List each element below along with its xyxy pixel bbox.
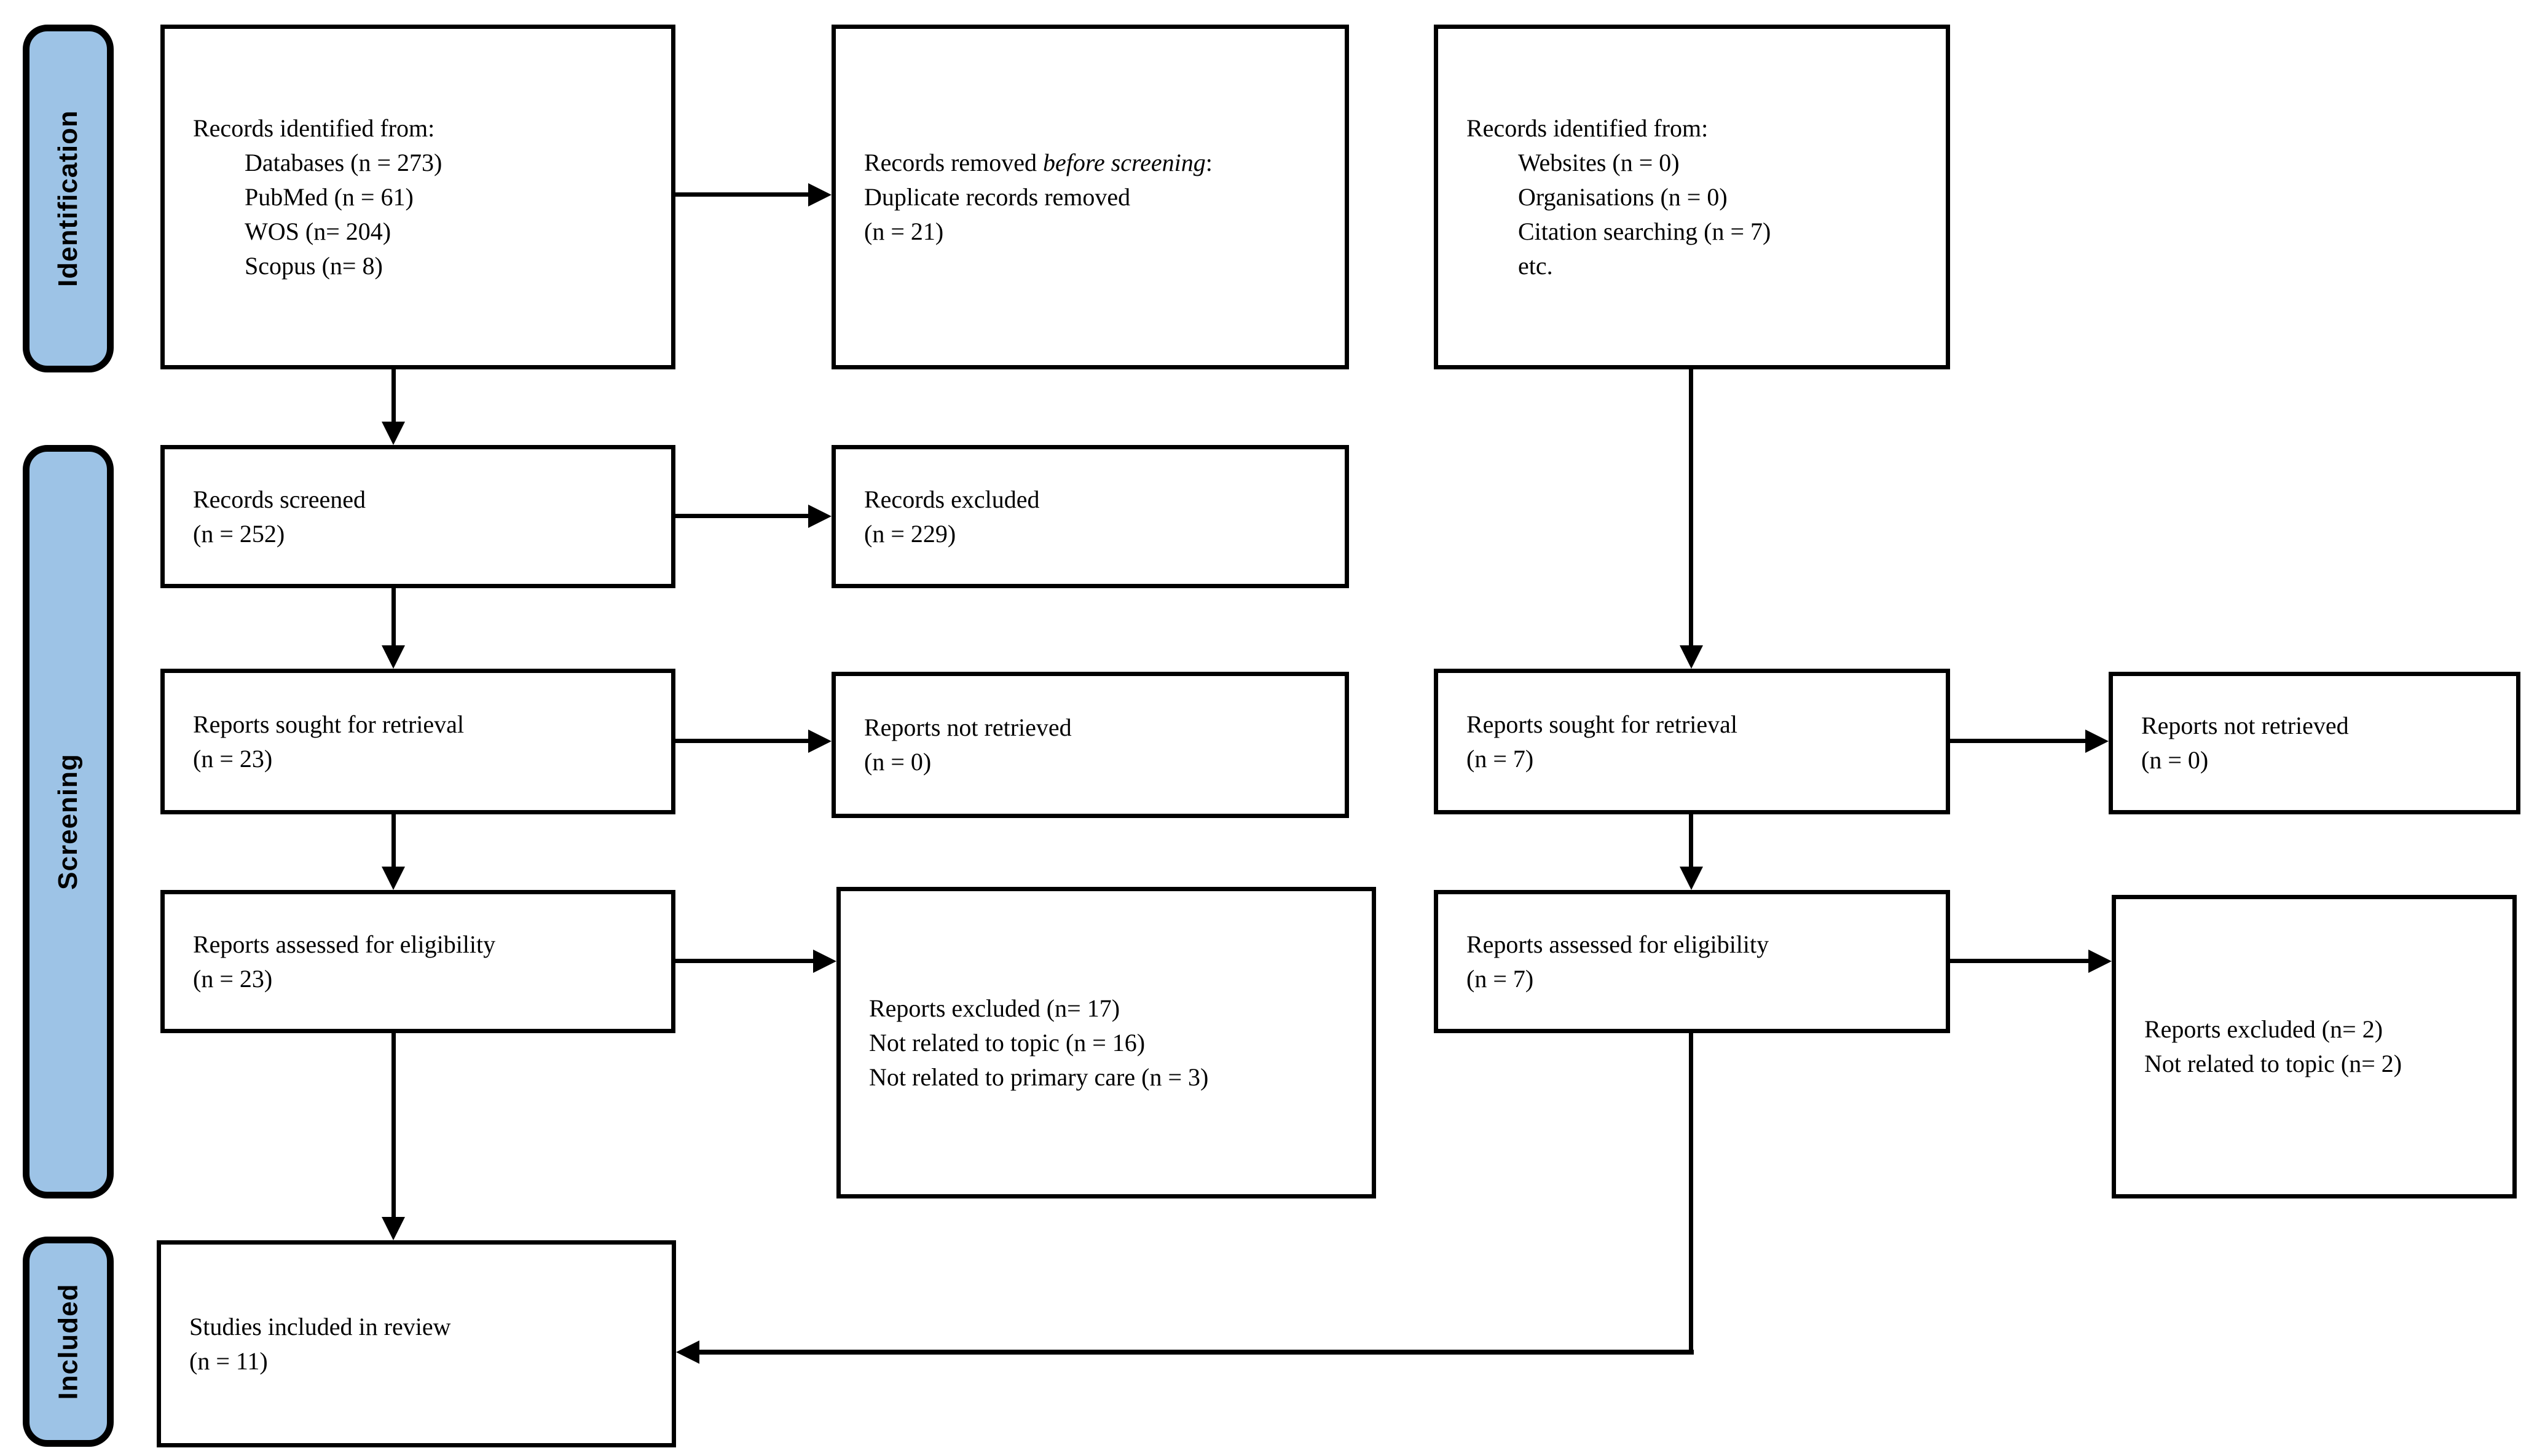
arrow-screened-to-excluded-head — [808, 505, 832, 528]
arrow-sought-to-not-retrieved-shaft — [675, 739, 809, 743]
box-line: (n = 7) — [1466, 744, 1534, 773]
arrow-identified-to-removed-shaft — [675, 192, 809, 197]
box-records-excluded: Records excluded (n = 229) — [832, 445, 1349, 588]
box-line: Records removed before screening: — [864, 146, 1328, 180]
box-records-screened: Records screened (n = 252) — [160, 445, 675, 588]
box-line: Websites (n = 0) — [1518, 148, 1680, 176]
box-line: Not related to topic (n= 2) — [2144, 1050, 2402, 1077]
box-line: etc. — [1518, 251, 1553, 280]
box-line: Reports assessed for eligibility — [1466, 930, 1769, 958]
stage-screening: Screening — [23, 445, 114, 1198]
box-line: Duplicate records removed — [864, 183, 1131, 211]
arrow-identified-to-removed-head — [808, 183, 832, 207]
box-line-text: Records removed — [864, 148, 1044, 176]
stage-screening-label: Screening — [53, 754, 83, 890]
box-line: Reports sought for retrieval — [1466, 710, 1737, 738]
arrow-other-assessed-to-included-horizontal-shaft — [698, 1350, 1694, 1355]
stage-identification: Identification — [23, 25, 114, 372]
stage-identification-label: Identification — [53, 110, 83, 287]
box-line: PubMed (n = 61) — [245, 183, 414, 211]
box-studies-included: Studies included in review (n = 11) — [157, 1240, 676, 1447]
box-reports-assessed-other: Reports assessed for eligibility (n = 7) — [1434, 890, 1950, 1033]
box-line: Reports excluded (n= 17) — [869, 994, 1120, 1022]
box-line: (n = 23) — [193, 744, 273, 773]
arrow-other-assessed-to-included-head — [676, 1340, 699, 1364]
box-line: (n = 229) — [864, 519, 956, 548]
box-reports-sought-other: Reports sought for retrieval (n = 7) — [1434, 669, 1950, 814]
box-records-removed-before-screening: Records removed before screening: Duplic… — [832, 25, 1349, 369]
box-line: (n = 0) — [864, 748, 932, 776]
box-line: Reports excluded (n= 2) — [2144, 1015, 2383, 1043]
box-records-identified-other: Records identified from: Websites (n = 0… — [1434, 25, 1950, 369]
box-reports-excluded-databases: Reports excluded (n= 17) Not related to … — [836, 887, 1376, 1198]
box-reports-sought-databases: Reports sought for retrieval (n = 23) — [160, 669, 675, 814]
box-reports-assessed-databases: Reports assessed for eligibility (n = 23… — [160, 890, 675, 1033]
arrow-other-sought-to-assessed-shaft — [1689, 814, 1693, 868]
arrow-assessed-to-excluded-shaft — [675, 959, 814, 963]
arrow-other-sought-to-assessed-head — [1680, 867, 1703, 890]
arrow-screened-to-sought-head — [382, 645, 405, 669]
box-line: (n = 252) — [193, 519, 285, 548]
arrow-sought-to-assessed-shaft — [391, 814, 396, 868]
box-line: Reports assessed for eligibility — [193, 930, 496, 958]
box-line: Organisations (n = 0) — [1518, 183, 1728, 211]
arrow-other-assessed-to-excluded-shaft — [1950, 959, 2090, 963]
box-line: Reports not retrieved — [864, 714, 1072, 741]
box-line: Studies included in review — [189, 1312, 451, 1340]
arrow-other-sought-to-not-retrieved-shaft — [1950, 739, 2087, 743]
box-line: Citation searching (n = 7) — [1518, 217, 1771, 245]
arrow-other-identified-to-sought-shaft — [1689, 369, 1693, 647]
box-line-text: : — [1205, 148, 1213, 176]
box-line: Records screened — [193, 485, 366, 513]
box-reports-not-retrieved-databases: Reports not retrieved (n = 0) — [832, 672, 1349, 818]
box-line: (n = 7) — [1466, 964, 1534, 993]
arrow-assessed-to-excluded-head — [813, 950, 836, 973]
arrow-other-assessed-to-excluded-head — [2088, 950, 2112, 973]
arrow-other-assessed-to-included-vertical-shaft — [1689, 1033, 1693, 1355]
box-line: (n = 0) — [2141, 746, 2209, 774]
arrow-other-sought-to-not-retrieved-head — [2085, 730, 2109, 753]
box-line: (n = 23) — [193, 964, 273, 993]
arrow-identified-to-screened-shaft — [391, 369, 396, 424]
box-line: Databases (n = 273) — [245, 148, 442, 176]
box-line: (n = 11) — [189, 1347, 268, 1375]
box-line: (n = 21) — [864, 217, 944, 245]
box-records-identified-databases: Records identified from: Databases (n = … — [160, 25, 675, 369]
box-line: Reports sought for retrieval — [193, 710, 464, 738]
box-reports-excluded-other: Reports excluded (n= 2) Not related to t… — [2112, 895, 2517, 1198]
arrow-assessed-to-included-head — [382, 1217, 405, 1240]
arrow-screened-to-sought-shaft — [391, 588, 396, 647]
arrow-other-identified-to-sought-head — [1680, 645, 1703, 669]
arrow-sought-to-assessed-head — [382, 867, 405, 890]
box-line: Not related to primary care (n = 3) — [869, 1063, 1209, 1091]
arrow-assessed-to-included-shaft — [391, 1033, 396, 1218]
box-line: Records identified from: — [193, 114, 435, 142]
box-line: Reports not retrieved — [2141, 712, 2349, 739]
box-line: Records excluded — [864, 485, 1040, 513]
box-line: WOS (n= 204) — [245, 217, 391, 245]
box-reports-not-retrieved-other: Reports not retrieved (n = 0) — [2109, 672, 2520, 814]
stage-included-label: Included — [53, 1283, 83, 1400]
box-line-italic-text: before screening — [1043, 148, 1206, 176]
box-line: Scopus (n= 8) — [245, 251, 383, 280]
arrow-screened-to-excluded-shaft — [675, 514, 809, 518]
box-line: Not related to topic (n = 16) — [869, 1028, 1146, 1057]
arrow-identified-to-screened-head — [382, 422, 405, 445]
stage-included: Included — [23, 1237, 114, 1447]
arrow-sought-to-not-retrieved-head — [808, 730, 832, 753]
box-line: Records identified from: — [1466, 114, 1709, 142]
